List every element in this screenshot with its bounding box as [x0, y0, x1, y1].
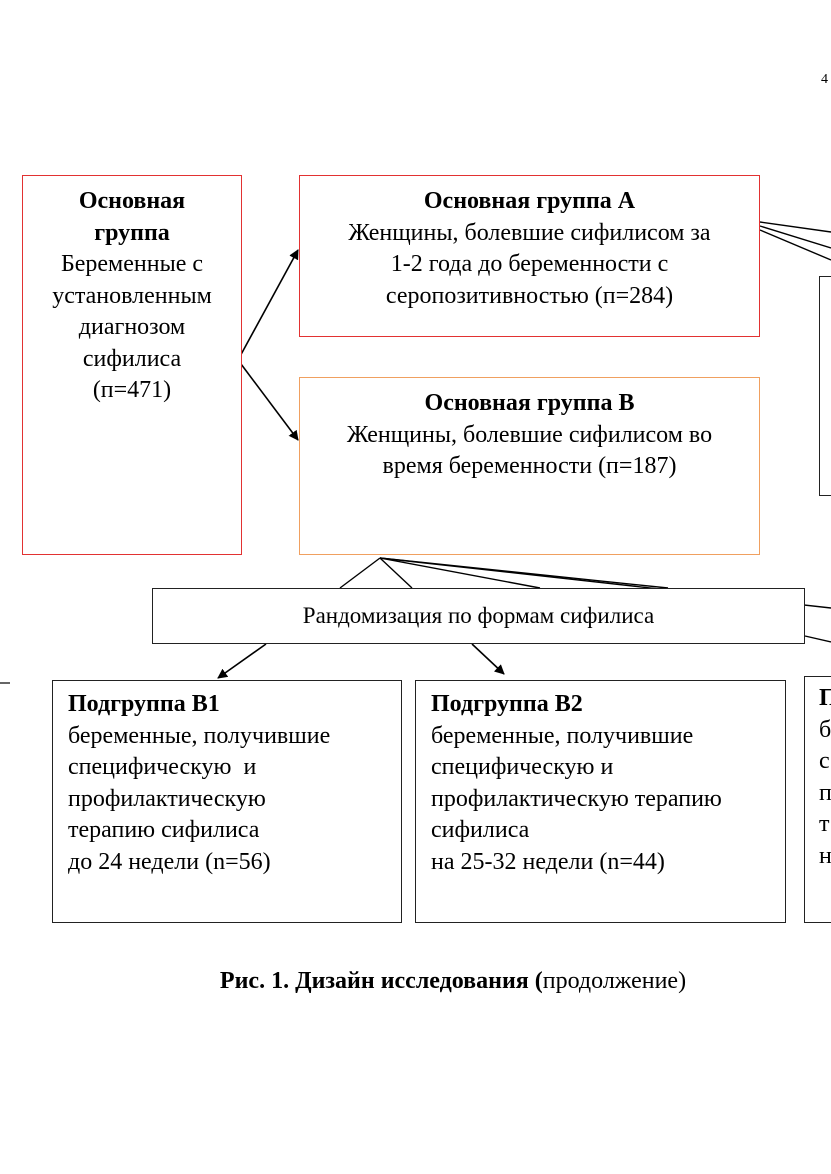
subgroup-b1-desc-4: терапию сифилиса	[68, 817, 260, 843]
group-b-fan-3	[379, 557, 541, 589]
main-group-desc-4: сифилиса	[82, 345, 182, 372]
subgroup-b2-desc-2: специфическую и	[431, 754, 614, 780]
main-group-desc-2: установленным	[52, 282, 212, 309]
arrow-to-group-b	[237, 359, 299, 441]
subgroup-b3-frag-2: с	[819, 748, 830, 774]
subgroup-b3-frag-4: т	[819, 811, 830, 837]
group-a-box: Основная группа А Женщины, болевшие сифи…	[299, 175, 760, 337]
arrow-to-group-a	[237, 249, 299, 361]
subgroup-b3-partial-box: П б с п т н	[804, 676, 831, 923]
main-group-title: Основная группа	[78, 188, 186, 246]
group-b-title: Основная группа В	[424, 390, 635, 416]
arrow-to-b1	[217, 643, 267, 679]
subgroup-b3-title-fragment: П	[819, 685, 831, 711]
group-a-title: Основная группа А	[423, 188, 636, 214]
group-b-fan-1	[339, 557, 381, 589]
subgroup-b3-frag-1: б	[819, 716, 831, 743]
subgroup-b2-desc-4: сифилиса	[431, 817, 530, 843]
group-a-line-2	[759, 225, 831, 249]
main-group-desc-5: (п=471)	[92, 377, 172, 403]
subgroup-b2-desc-1: беременные, получившие	[431, 722, 694, 749]
group-a-desc-2: 1-2 года до беременности с	[390, 251, 669, 277]
main-group-desc-3: диагнозом	[78, 314, 186, 340]
subgroup-b1-desc-2: специфическую и	[68, 754, 257, 780]
group-b-box: Основная группа В Женщины, болевшие сифи…	[299, 377, 760, 555]
subgroup-b2-box: Подгруппа В2 беременные, получившие спец…	[415, 680, 786, 923]
group-a-desc-1: Женщины, болевшие сифилисом за	[348, 219, 711, 246]
subgroup-b2-desc-3: профилактическую терапию	[431, 785, 722, 812]
subgroup-b2-title: Подгруппа В2	[431, 691, 583, 717]
randomization-label: Рандомизация по формам сифилиса	[302, 603, 655, 628]
group-b-desc-2: время беременности (п=187)	[382, 453, 677, 479]
partial-right-box	[819, 276, 831, 496]
subgroup-b2-desc-5: на 25-32 недели (n=44)	[431, 848, 665, 875]
main-group-box: Основная группа Беременные с установленн…	[22, 175, 242, 555]
page-number: 4	[821, 72, 828, 87]
group-a-line-1	[759, 221, 831, 233]
arrow-to-b2	[471, 643, 505, 675]
subgroup-b1-desc-5: до 24 недели (n=56)	[68, 848, 271, 875]
subgroup-b3-frag-5: н	[819, 842, 831, 869]
figure-caption: Рис. 1. Дизайн исследования (продолжение…	[0, 968, 831, 995]
randomization-box: Рандомизация по формам сифилиса	[152, 588, 805, 644]
subgroup-b1-desc-3: профилактическую	[68, 785, 266, 812]
rand-line-right	[804, 635, 831, 643]
group-b-fan-2	[379, 557, 413, 589]
subgroup-b1-title: Подгруппа В1	[68, 691, 220, 717]
subgroup-b1-box: Подгруппа В1 беременные, получившие спец…	[52, 680, 402, 923]
caption-bold: Рис. 1. Дизайн исследования (	[219, 968, 543, 994]
group-b-desc-1: Женщины, болевшие сифилисом во	[346, 421, 713, 448]
group-a-line-3	[759, 229, 831, 261]
group-a-desc-3: серопозитивностью (п=284)	[385, 282, 674, 309]
subgroup-b1-desc-1: беременные, получившие	[68, 722, 331, 749]
subgroup-b3-frag-3: п	[819, 779, 831, 806]
main-group-desc-1: Беременные с	[60, 251, 204, 277]
caption-normal: продолжение)	[542, 968, 687, 994]
